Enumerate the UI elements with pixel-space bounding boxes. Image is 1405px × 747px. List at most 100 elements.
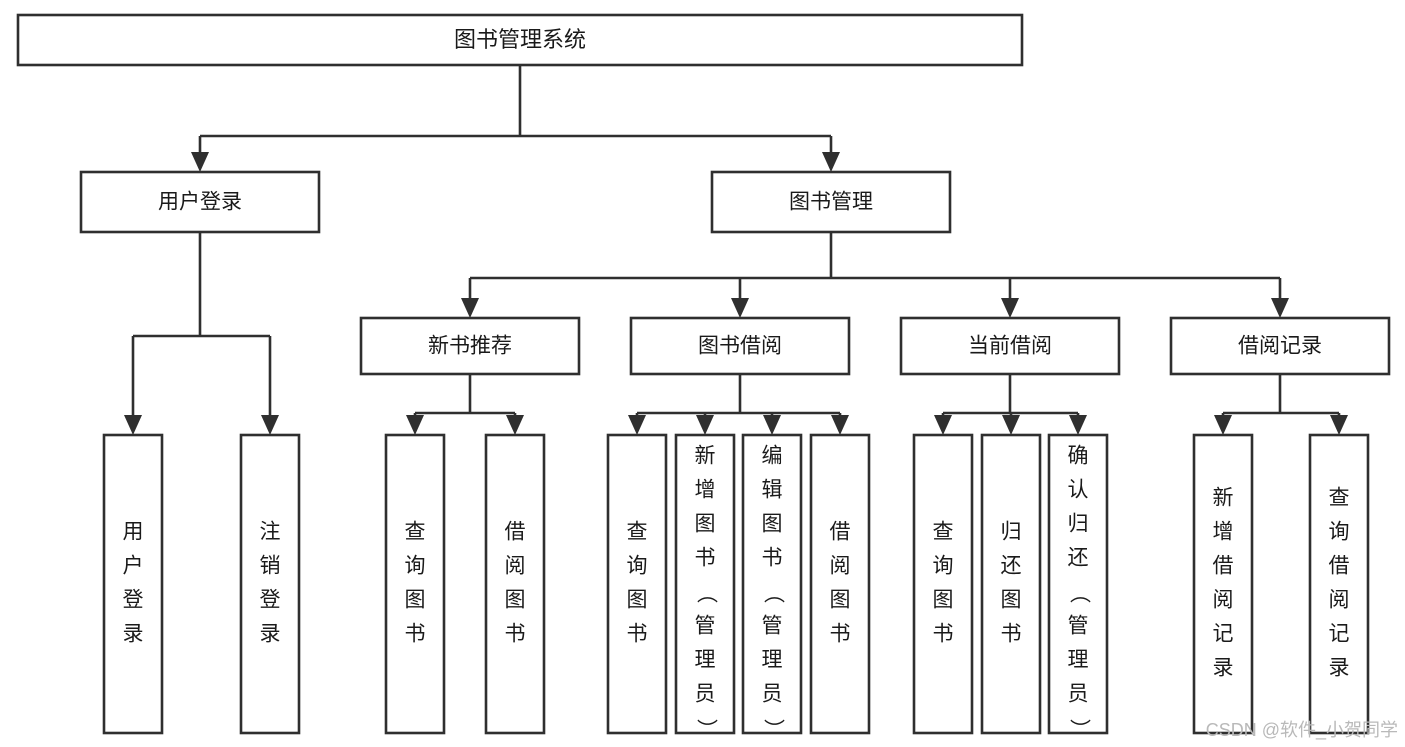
node-book-borrow[interactable]: 图书借阅 [629,316,851,376]
svg-text:员: 员 [762,683,783,706]
svg-text:图: 图 [405,589,426,612]
svg-text:新: 新 [1213,487,1234,510]
arrow-head-icon [1330,415,1348,435]
svg-text:登: 登 [123,589,144,612]
svg-text:注: 注 [260,521,281,544]
node-book-manage[interactable]: 图书管理 [710,170,952,234]
node-leaf-confirm-return-box [1047,433,1109,735]
arrow-head-icon [406,415,424,435]
svg-text:查: 查 [627,521,648,544]
node-root-system-label: 图书管理系统 [454,27,586,52]
arrow-head-icon [1271,298,1289,318]
svg-text:归: 归 [1001,521,1022,544]
arrow-head-icon [696,415,714,435]
node-book-borrow-box [629,316,851,376]
svg-text:书: 书 [933,623,954,646]
svg-text:书: 书 [695,547,716,570]
svg-text:辑: 辑 [762,479,783,502]
svg-text:理: 理 [762,649,783,672]
svg-text:记: 记 [1329,623,1350,646]
node-leaf-borrow-book-2-box [809,433,871,735]
svg-text:借: 借 [1329,555,1350,578]
svg-text:阅: 阅 [1213,589,1234,612]
node-borrow-record-box [1169,316,1391,376]
arrow-head-icon [1069,415,1087,435]
svg-text:录: 录 [260,623,281,646]
svg-text:登: 登 [260,589,281,612]
node-book-borrow-label: 图书借阅 [698,335,782,358]
svg-text:借: 借 [830,521,851,544]
svg-text:阅: 阅 [1329,589,1350,612]
node-leaf-user-login-box [102,433,164,735]
node-leaf-query-book-1-box [384,433,446,735]
arrow-head-icon [1214,415,1232,435]
svg-text:员: 员 [1068,683,1089,706]
svg-text:借: 借 [1213,555,1234,578]
svg-text:归: 归 [1068,513,1089,536]
svg-text:）: ） [1067,719,1090,740]
node-leaf-borrow-book-1-box [484,433,546,735]
node-leaf-query-book-3-box [912,433,974,735]
arrow-head-icon [831,415,849,435]
node-leaf-return-book-box [980,433,1042,735]
svg-text:图: 图 [830,589,851,612]
node-current-borrow-box [899,316,1121,376]
svg-text:用: 用 [123,521,144,544]
svg-text:还: 还 [1068,547,1089,570]
node-new-book-recommend[interactable]: 新书推荐 [359,316,581,376]
node-current-borrow[interactable]: 当前借阅 [899,316,1121,376]
node-new-book-recommend-label: 新书推荐 [428,335,512,358]
svg-text:（: （ [694,583,717,604]
arrow-head-icon [1001,298,1019,318]
svg-text:借: 借 [505,521,526,544]
svg-text:阅: 阅 [830,555,851,578]
svg-text:查: 查 [933,521,954,544]
svg-text:书: 书 [505,623,526,646]
node-user-login-label: 用户登录 [158,191,242,214]
node-leaf-add-record-box [1192,433,1254,735]
svg-text:户: 户 [123,555,144,578]
svg-text:书: 书 [405,623,426,646]
node-root-system[interactable]: 图书管理系统 [16,13,1024,67]
svg-text:询: 询 [627,555,648,578]
arrow-head-icon [191,152,209,172]
node-root-system-box [16,13,1024,67]
arrow-head-icon [763,415,781,435]
node-user-login-box [79,170,321,234]
node-borrow-record[interactable]: 借阅记录 [1169,316,1391,376]
svg-text:录: 录 [123,623,144,646]
arrow-head-icon [261,415,279,435]
svg-text:认: 认 [1068,479,1089,502]
svg-text:销: 销 [260,555,281,578]
node-leaf-add-book-box [674,433,736,735]
node-user-login[interactable]: 用户登录 [79,170,321,234]
node-leaf-user-login[interactable]: 用户登录 [102,433,164,735]
arrow-head-icon [124,415,142,435]
svg-text:理: 理 [695,649,716,672]
svg-text:查: 查 [405,521,426,544]
svg-text:（: （ [1067,583,1090,604]
node-book-manage-box [710,170,952,234]
svg-text:图: 图 [695,513,716,536]
arrow-head-icon [731,298,749,318]
